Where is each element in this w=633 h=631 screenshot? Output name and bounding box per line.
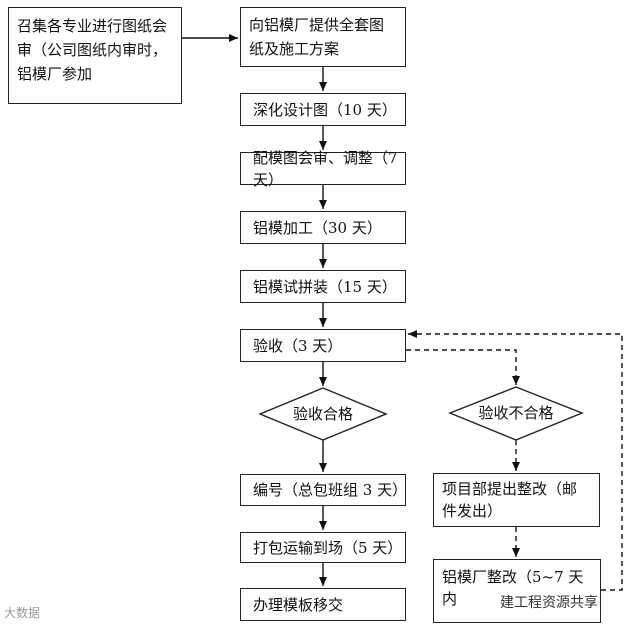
rectification-request-box: 项目部提出整改（邮件发出） <box>433 473 600 527</box>
pass-diamond-label: 验收合格 <box>292 405 353 423</box>
deepen-design-text: 深化设计图（10 天） <box>253 100 397 119</box>
dashed-arrow-factory-back-to-accept <box>408 330 623 591</box>
provide-drawings-box: 向铝模厂提供全套图纸及施工方案 <box>240 7 406 67</box>
watermark-right: 建工程资源共享 <box>500 595 598 611</box>
transport-box: 打包运输到场（5 天） <box>240 532 406 563</box>
deepen-design-box: 深化设计图（10 天） <box>240 93 406 126</box>
numbering-box: 编号（总包班组 3 天） <box>240 474 408 506</box>
provide-drawings-text: 向铝模厂提供全套图纸及施工方案 <box>249 16 385 58</box>
convene-review-text: 召集各专业进行图纸会审（公司图纸内审时，铝模厂参加 <box>17 17 168 83</box>
numbering-text: 编号（总包班组 3 天） <box>253 481 408 499</box>
acceptance-text: 验收（3 天） <box>253 336 343 355</box>
formwork-review-text: 配模图会审、调整（7 天） <box>253 148 398 189</box>
dashed-arrow-accept-to-fail <box>406 349 520 385</box>
formwork-review-box: 配模图会审、调整（7 天） <box>240 149 406 189</box>
factory-rectification-text: 铝模厂整改（5~7 天内 <box>442 568 584 608</box>
handover-text: 办理模板移交 <box>253 595 344 614</box>
processing-box: 铝模加工（30 天） <box>240 211 406 244</box>
trial-assembly-text: 铝模试拼装（15 天） <box>253 277 397 296</box>
factory-rectification-box: 铝模厂整改（5~7 天内 <box>433 559 601 623</box>
rectification-request-text: 项目部提出整改（邮件发出） <box>442 480 578 520</box>
watermark-left: 大数据 <box>4 606 41 620</box>
fail-diamond <box>448 386 584 441</box>
handover-box: 办理模板移交 <box>240 588 406 621</box>
convene-review-box: 召集各专业进行图纸会审（公司图纸内审时，铝模厂参加 <box>8 7 182 104</box>
fail-diamond-label: 验收不合格 <box>478 404 554 422</box>
acceptance-box: 验收（3 天） <box>240 329 406 362</box>
trial-assembly-box: 铝模试拼装（15 天） <box>240 270 406 303</box>
transport-text: 打包运输到场（5 天） <box>253 538 403 557</box>
processing-text: 铝模加工（30 天） <box>253 218 382 237</box>
pass-diamond <box>258 387 388 441</box>
